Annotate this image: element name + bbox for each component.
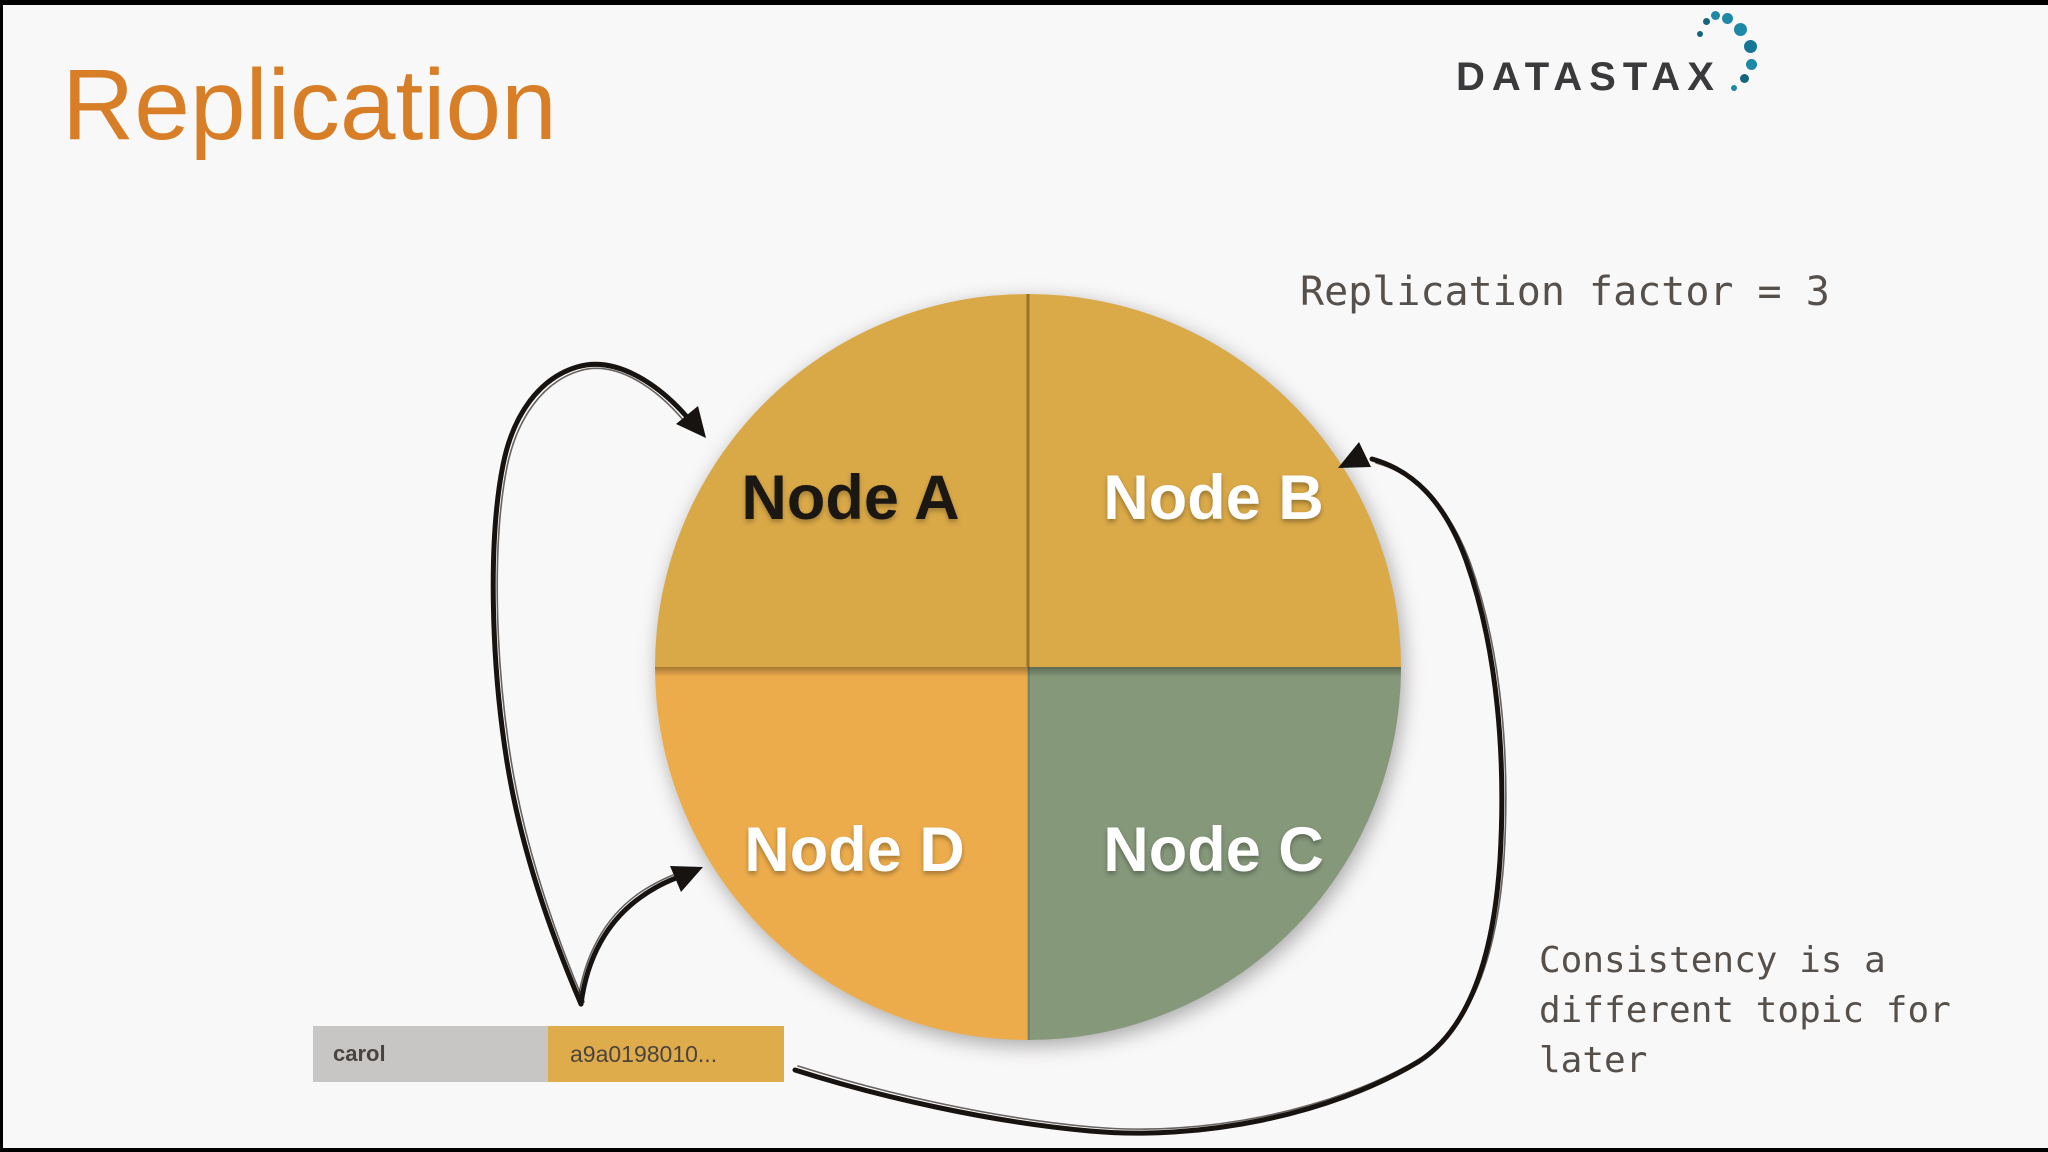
datastax-logo: DATASTAX xyxy=(1456,10,1776,105)
node-ring: Node A Node B Node C Node D xyxy=(655,294,1401,1040)
node-d-label: Node D xyxy=(744,814,965,885)
logo-dot xyxy=(1740,74,1749,83)
logo-dot xyxy=(1703,18,1710,25)
logo-dot xyxy=(1731,85,1737,91)
slide-title: Replication xyxy=(62,49,557,161)
node-b-label: Node B xyxy=(1103,462,1324,533)
datastax-dots-icon xyxy=(1692,10,1766,100)
frame-edge-bottom xyxy=(0,1148,2048,1152)
partition-token-cell: a9a0198010... xyxy=(548,1026,784,1082)
logo-dot xyxy=(1746,59,1757,70)
logo-dot xyxy=(1697,31,1703,37)
datastax-wordmark: DATASTAX xyxy=(1456,55,1721,99)
logo-dot xyxy=(1734,23,1747,36)
logo-dot xyxy=(1744,40,1757,53)
node-c-label: Node C xyxy=(1103,814,1324,885)
consistency-note-line: later xyxy=(1539,1040,1648,1081)
consistency-note-line: different topic for xyxy=(1539,990,1951,1031)
frame-edge-top xyxy=(0,0,2048,5)
partition-key-cell: carol xyxy=(313,1026,548,1082)
partition-row: carol a9a0198010... xyxy=(313,1026,784,1082)
logo-dot xyxy=(1711,11,1720,20)
consistency-note: Consistency is a different topic for lat… xyxy=(1539,936,1951,1086)
node-a-label: Node A xyxy=(741,462,960,533)
frame-edge-left xyxy=(0,0,3,1152)
consistency-note-line: Consistency is a xyxy=(1539,940,1886,981)
logo-dot xyxy=(1722,13,1733,24)
